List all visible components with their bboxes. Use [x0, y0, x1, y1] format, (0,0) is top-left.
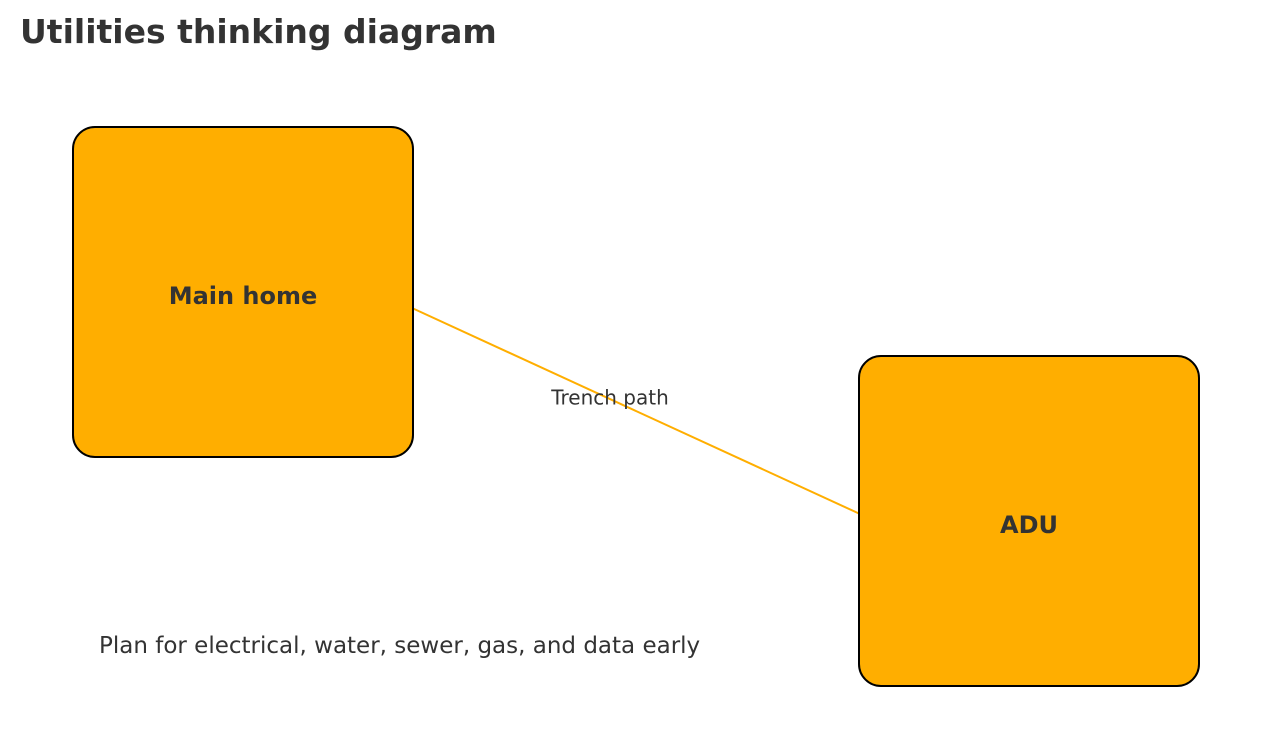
trench-path-label: Trench path: [550, 386, 669, 410]
adu-node: [858, 355, 1200, 687]
main-home-label: Main home: [169, 282, 318, 310]
adu-label: ADU: [1000, 511, 1058, 539]
page-title: Utilities thinking diagram: [20, 12, 497, 51]
trench-path-connector: [411, 307, 861, 515]
main-home-node: [72, 126, 414, 458]
planning-note: Plan for electrical, water, sewer, gas, …: [99, 633, 701, 659]
